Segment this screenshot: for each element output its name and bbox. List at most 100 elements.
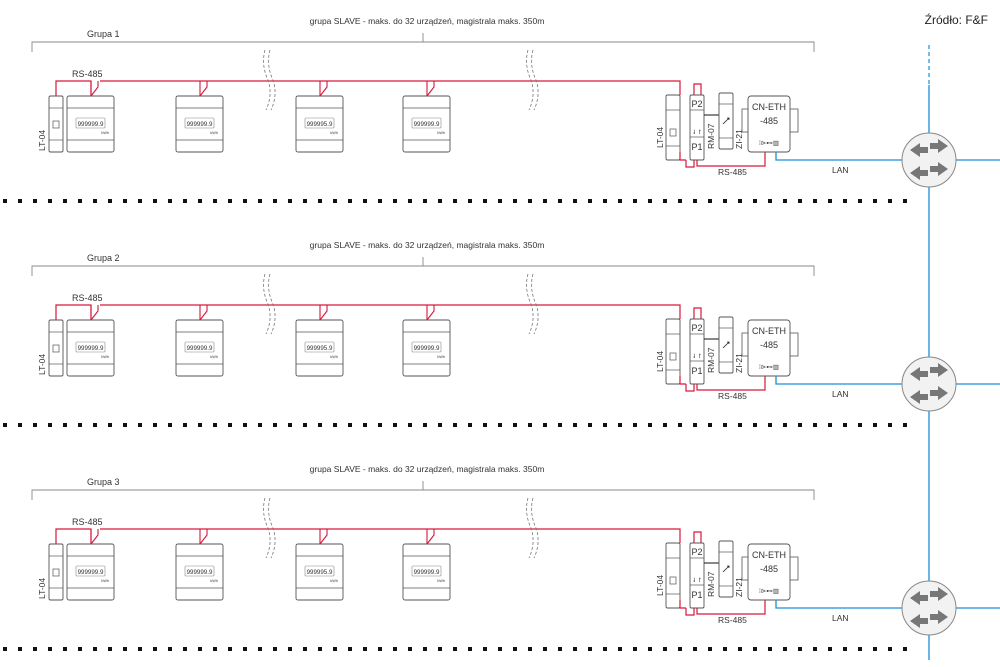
terminator-wire xyxy=(679,152,686,161)
repeater-to-converter-wire xyxy=(696,376,766,391)
switch-arrow-right-icon xyxy=(930,386,948,400)
bus-drop xyxy=(199,529,208,546)
end-terminator-lt04: LT-04 xyxy=(655,542,686,609)
meter-display-value: 999995.9 xyxy=(307,569,333,576)
bus-drop xyxy=(426,81,435,98)
lan-line xyxy=(775,152,902,161)
switch-arrow-left-icon xyxy=(910,614,928,628)
switch-arrow-left-icon xyxy=(910,166,928,180)
switch-arrow-left-icon xyxy=(910,390,928,404)
repeater-port-p1: P1 xyxy=(691,590,702,600)
psu-zi21: ZI-21 xyxy=(718,316,744,374)
converter-label-line2: -485 xyxy=(760,116,778,126)
terminator-lt04: LT-04 xyxy=(37,319,64,377)
terminator-label: LT-04 xyxy=(37,354,47,375)
converter-label-line2: -485 xyxy=(760,340,778,350)
meter-display-value: 999995.9 xyxy=(307,345,333,352)
rs485-label: RS-485 xyxy=(72,293,103,303)
meter-unit: kWh xyxy=(210,579,218,583)
break-curve xyxy=(531,273,539,335)
bus-main xyxy=(100,80,681,95)
meter-display-value: 999999.9 xyxy=(414,569,440,576)
meter-display-value: 999999.9 xyxy=(78,569,104,576)
meter-display-value: 999999.9 xyxy=(78,345,104,352)
meter-display xyxy=(411,117,442,129)
lan-label: LAN xyxy=(832,165,849,175)
psu-zi21: ZI-21 xyxy=(718,92,744,150)
meter-display-value: 999999.9 xyxy=(187,121,213,128)
switch-arrow-left-icon xyxy=(910,143,928,157)
terminator-icon xyxy=(52,344,60,353)
meter-unit: kWh xyxy=(437,579,445,583)
bus-drop xyxy=(319,81,328,98)
bus-drop xyxy=(90,305,99,322)
meter-unit: kWh xyxy=(101,579,109,583)
break-curve xyxy=(263,497,271,559)
converter-ethernet-icon: ⁞⊳⊷▥ xyxy=(759,588,779,595)
converter-body xyxy=(747,319,791,377)
meter-display-value: 999999.9 xyxy=(414,121,440,128)
lan-label: LAN xyxy=(832,389,849,399)
bus-drop xyxy=(90,529,99,546)
energy-meter: 999999.9 kWh xyxy=(402,543,451,601)
lan-line xyxy=(775,600,902,609)
group-caption: grupa SLAVE - maks. do 32 urządzeń, magi… xyxy=(310,240,545,250)
switch-arrow-right-icon xyxy=(930,139,948,153)
bus-segment xyxy=(55,80,92,96)
break-curve xyxy=(263,49,271,111)
repeater-to-converter-wire xyxy=(696,152,766,167)
repeater-port-p1: P1 xyxy=(691,366,702,376)
psu-label: ZI-21 xyxy=(734,353,744,373)
terminator-label: LT-04 xyxy=(37,578,47,599)
source-label: Źródło: F&F xyxy=(924,13,988,27)
break-curve xyxy=(531,497,539,559)
bottom-rs485-label: RS-485 xyxy=(718,615,747,625)
break-curve xyxy=(526,273,534,335)
bus-break-mark xyxy=(526,497,539,559)
group-name: Grupa 1 xyxy=(87,29,120,39)
lan-link: LAN xyxy=(775,376,1000,399)
terminator-icon xyxy=(669,352,677,361)
bracket-line xyxy=(31,41,815,52)
psu-icon xyxy=(722,117,730,125)
meter-unit: kWh xyxy=(101,355,109,359)
terminator-lt04: LT-04 xyxy=(37,543,64,601)
group-bracket xyxy=(31,257,815,276)
terminator-body xyxy=(665,94,681,161)
bracket-line xyxy=(31,265,815,276)
terminator-wire xyxy=(679,600,686,609)
end-terminator-label: LT-04 xyxy=(655,351,665,372)
meter-display-value: 999999.9 xyxy=(187,345,213,352)
end-terminator-lt04: LT-04 xyxy=(655,94,686,161)
terminator-body xyxy=(48,319,64,377)
repeater-arrows-icon: ⇃↾ xyxy=(692,129,702,136)
rs485-label: RS-485 xyxy=(72,517,103,527)
group-bracket xyxy=(31,481,815,500)
terminator-body xyxy=(48,95,64,153)
converter-side-right xyxy=(789,108,799,133)
converter-side-right xyxy=(789,556,799,581)
terminator-icon xyxy=(52,120,60,129)
group-name: Grupa 3 xyxy=(87,477,120,487)
energy-meter: 999999.9 kWh xyxy=(66,319,115,377)
bus-drop xyxy=(90,81,99,98)
lan-line xyxy=(775,376,902,385)
terminator-icon xyxy=(52,568,60,577)
psu-icon xyxy=(722,341,730,349)
converter-ethernet-icon: ⁞⊳⊷▥ xyxy=(759,140,779,147)
repeater-to-converter-wire xyxy=(696,600,766,615)
converter-cn-eth-485: CN-ETH-485⁞⊳⊷▥ xyxy=(741,543,799,601)
converter-label-line1: CN-ETH xyxy=(752,326,786,336)
bus-drop xyxy=(199,81,208,98)
switch-arrow-left-icon xyxy=(910,591,928,605)
switch-arrow-left-icon xyxy=(910,367,928,381)
meter-display xyxy=(75,565,106,577)
